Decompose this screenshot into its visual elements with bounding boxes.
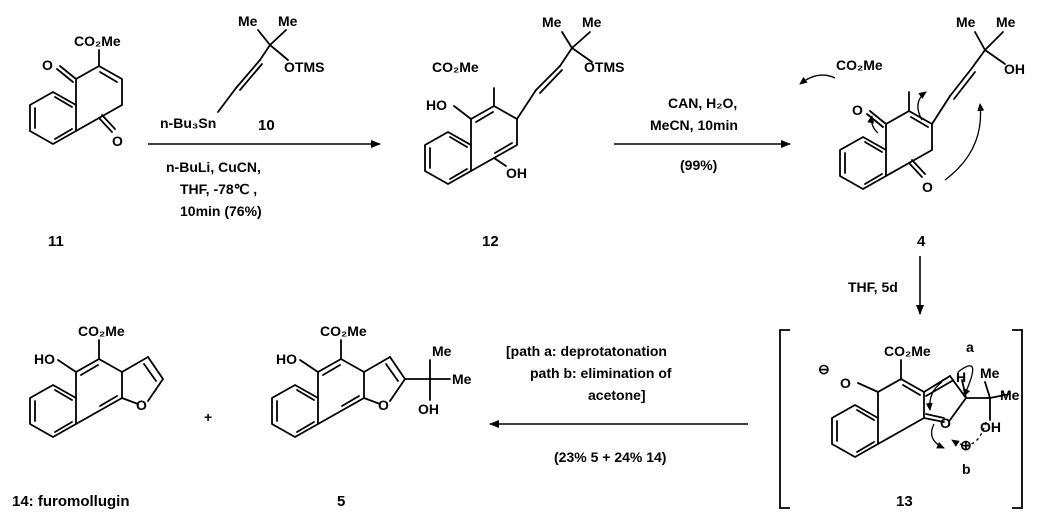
ester-group: CO₂Me xyxy=(432,59,479,75)
compound-12: Me Me OTMS CO₂Me HO OH 12 xyxy=(424,14,624,250)
compound-label-11: 11 xyxy=(48,233,64,250)
compound-4: Me Me OH CO₂Me O O 4 xyxy=(799,14,1025,250)
conditions-step3: THF, 5d xyxy=(848,279,898,295)
ester-group: CO₂Me xyxy=(74,33,121,49)
electron-arrow-b xyxy=(951,421,987,447)
compound-14: O CO₂Me HO 14: furomollugin xyxy=(12,323,164,510)
ketone-o: O xyxy=(112,133,123,149)
methyl: Me xyxy=(238,13,258,29)
methyl: Me xyxy=(956,14,976,30)
intermediate-13: H Me Me OH CO₂Me O ⊖ O ⊕ a b 13 xyxy=(779,329,1023,510)
conditions-step1: THF, -78℃ , xyxy=(180,181,257,197)
methyl: Me xyxy=(582,14,602,30)
furan-o: O xyxy=(378,397,389,413)
conditions-step1: n-BuLi, CuCN, xyxy=(166,159,261,175)
methyl: Me xyxy=(452,371,472,387)
hydroxyl: HO xyxy=(276,351,297,367)
ketone-o: O xyxy=(852,102,863,118)
furan-o: O xyxy=(136,397,147,413)
plus-sign: + xyxy=(204,409,212,425)
conditions-step2: MeCN, 10min xyxy=(650,117,738,133)
hydrogen: H xyxy=(956,369,966,385)
ketone-o: O xyxy=(922,179,933,195)
negative-charge: ⊖ xyxy=(818,361,830,377)
methyl: Me xyxy=(1000,387,1020,403)
phenoxide-o: O xyxy=(840,375,851,391)
tin-group: n-Bu₃Sn xyxy=(160,115,216,131)
ester-group: CO₂Me xyxy=(836,57,883,73)
conditions-step2: (99%) xyxy=(680,157,717,173)
hydroxyl: OH xyxy=(506,165,527,181)
conditions-step1: 10min (76%) xyxy=(180,203,262,219)
hydroxyl: OH xyxy=(980,419,1001,435)
otms-group: OTMS xyxy=(584,59,624,75)
electron-arrow xyxy=(867,115,879,134)
conditions-step4: acetone] xyxy=(588,387,646,403)
compound-label-14: 14: furomollugin xyxy=(12,493,130,510)
conditions-step4: [path a: deprotatonation xyxy=(506,343,667,359)
ester-group: CO₂Me xyxy=(884,343,931,359)
electron-arrow xyxy=(917,91,927,121)
compound-label-12: 12 xyxy=(482,233,499,250)
ester-group: CO₂Me xyxy=(78,323,125,339)
compound-5: Me Me OH O CO₂Me HO 5 xyxy=(271,323,472,510)
path-label-b: b xyxy=(962,461,971,477)
otms-group: OTMS xyxy=(284,59,324,75)
methyl: Me xyxy=(278,13,298,29)
hydroxyl: OH xyxy=(418,401,439,417)
electron-arrow xyxy=(925,381,943,411)
path-label-a: a xyxy=(966,339,974,355)
compound-11: O O CO₂Me 11 xyxy=(29,33,123,250)
compound-label-4: 4 xyxy=(917,233,926,250)
compound-label-13: 13 xyxy=(896,493,913,510)
reagent-10: Me Me OTMS n-Bu₃Sn 10 xyxy=(160,13,324,134)
methyl: Me xyxy=(996,14,1016,30)
hydroxyl: OH xyxy=(1004,61,1025,77)
methyl: Me xyxy=(980,365,1000,381)
ester-group: CO₂Me xyxy=(320,323,367,339)
ketone-o: O xyxy=(42,57,53,73)
methyl: Me xyxy=(542,14,562,30)
electron-arrow xyxy=(944,103,985,181)
methyl: Me xyxy=(432,343,452,359)
hydroxyl: HO xyxy=(34,351,55,367)
hydroxyl: HO xyxy=(426,97,447,113)
electron-arrow xyxy=(799,74,836,85)
compound-label-10: 10 xyxy=(258,117,275,134)
oxonium-o: O xyxy=(940,415,951,431)
conditions-step2: CAN, H₂O, xyxy=(668,95,737,111)
electron-arrow-a xyxy=(957,365,974,397)
electron-arrow xyxy=(930,423,945,449)
compound-label-5: 5 xyxy=(337,493,345,510)
conditions-step4: (23% 5 + 24% 14) xyxy=(554,449,666,465)
conditions-step4: path b: elimination of xyxy=(530,365,672,381)
